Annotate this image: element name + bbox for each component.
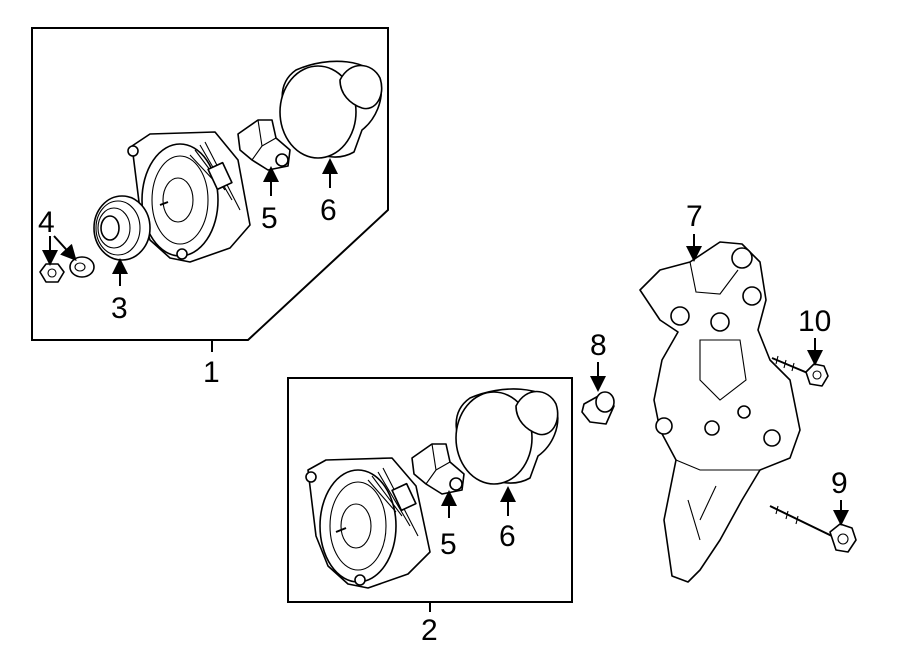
bolt-9 xyxy=(769,505,857,553)
callout-4: 4 xyxy=(38,206,55,239)
bushing-8 xyxy=(581,391,615,425)
callout-3: 3 xyxy=(111,292,128,325)
callout-9: 9 xyxy=(831,467,848,500)
callout-8: 8 xyxy=(590,329,607,362)
cover-6a xyxy=(279,60,383,159)
mounting-bracket-7 xyxy=(639,241,801,583)
alternator-1 xyxy=(127,131,251,263)
nut-and-washer-4 xyxy=(39,256,95,283)
callout-6b: 6 xyxy=(499,520,516,553)
regulator-5b xyxy=(411,443,465,495)
alternator-2 xyxy=(305,457,431,589)
arrow-4b xyxy=(53,235,77,261)
callout-6a: 6 xyxy=(320,194,337,227)
callout-5a: 5 xyxy=(261,202,278,235)
callout-5b: 5 xyxy=(440,528,457,561)
cover-6b xyxy=(455,388,559,485)
callout-1: 1 xyxy=(203,356,220,389)
regulator-5a xyxy=(237,119,291,171)
callout-2: 2 xyxy=(421,614,438,647)
pulley-3 xyxy=(93,195,151,261)
callout-7: 7 xyxy=(686,200,703,233)
callout-10: 10 xyxy=(798,305,831,338)
group-1-frame xyxy=(31,27,389,341)
